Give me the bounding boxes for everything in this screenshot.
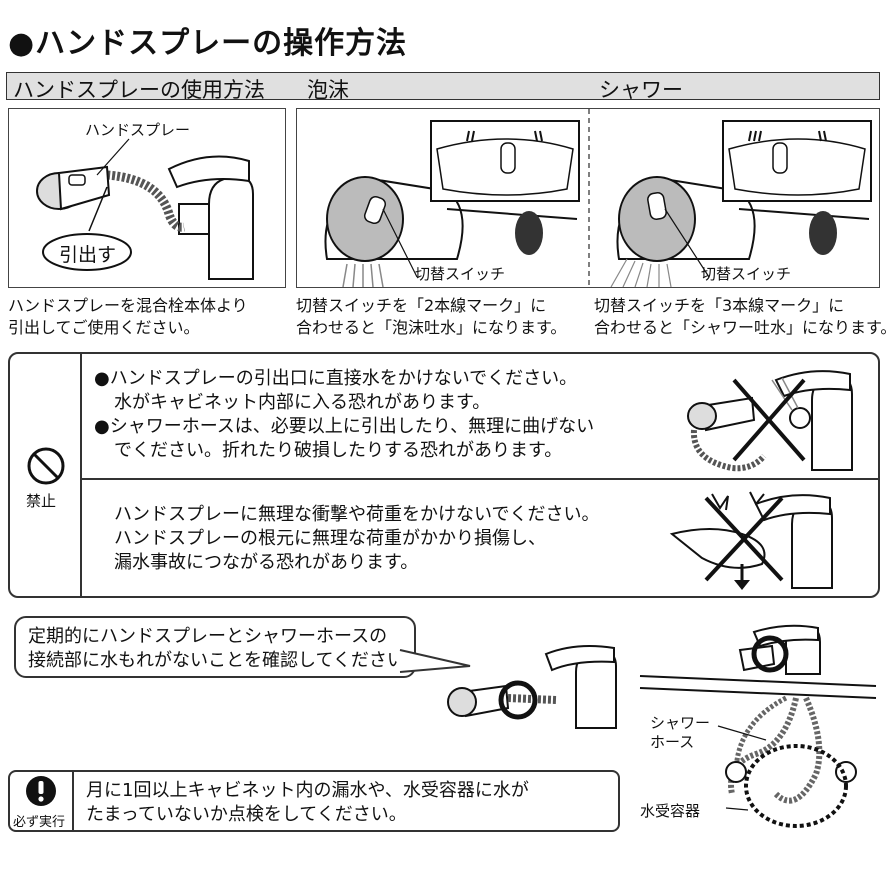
check-line2: 接続部に水もれがないことを確認してください。: [28, 650, 423, 671]
pull-out-label: 引出す: [59, 244, 117, 266]
must-label: 必ず実行: [13, 815, 66, 830]
shower-switch-label: 切替スイッチ: [701, 265, 792, 283]
hose-label-1: シャワー: [650, 714, 711, 732]
foam-caption-2: 合わせると「泡沫吐水」になります。: [296, 318, 567, 337]
pull-caption-2: 引出してご使用ください。: [8, 318, 200, 337]
shower-header: シャワー: [599, 78, 683, 102]
prohibit-b1-line2: 水がキャビネット内部に入る恐れがあります。: [114, 392, 491, 413]
prohibit-c-line3: 漏水事故につながる恐れがあります。: [114, 552, 419, 573]
prohibit-icon: [27, 447, 65, 485]
prohibit-label: 禁止: [26, 492, 57, 510]
prohibit-b2-line1: ●シャワーホースは、必要以上に引出したり、無理に曲げない: [94, 416, 595, 437]
shower-caption-2: 合わせると「シャワー吐水」になります。: [594, 318, 886, 337]
pull-out-panel: ハンドスプレー 引出す: [8, 108, 286, 288]
no-water-on-outlet-illustration: [687, 370, 853, 472]
exclamation-icon: [26, 776, 56, 806]
check-line1: 定期的にハンドスプレーとシャワーホースの: [28, 626, 388, 647]
prohibit-c-line2: ハンドスプレーの根元に無理な荷重がかかり損傷し、: [114, 528, 546, 549]
bubble-tail: [397, 649, 471, 673]
receiver-label: 水受容器: [640, 802, 701, 820]
foam-header: 泡沫: [307, 78, 349, 102]
foam-caption-1: 切替スイッチを「2本線マーク」に: [296, 296, 547, 315]
switch-illustrations: [324, 109, 872, 287]
connection-check-illustration: [447, 645, 617, 729]
prohibit-b1-line1: ●ハンドスプレーの引出口に直接水をかけないでください。: [94, 368, 578, 389]
prohibit-c-line1: ハンドスプレーに無理な衝撃や荷重をかけないでください。: [114, 504, 600, 525]
page-title: ●ハンドスプレーの操作方法: [8, 26, 408, 61]
section-header-bar: ハンドスプレーの使用方法 泡沫 シャワー: [6, 72, 880, 102]
pull-caption-1: ハンドスプレーを混合栓本体より: [8, 296, 248, 315]
cabinet-illustration: [639, 624, 877, 828]
must-line2: たまっていないか点検をしてください。: [86, 804, 407, 825]
must-line1: 月に1回以上キャビネット内の漏水や、水受容器に水が: [86, 780, 529, 801]
check-bubble: 定期的にハンドスプレーとシャワーホースの 接続部に水もれがないことを確認してくだ…: [14, 616, 423, 678]
prohibit-b2-line2: でください。折れたり破損したりする恐れがあります。: [114, 440, 563, 461]
shower-caption-1: 切替スイッチを「3本線マーク」に: [594, 296, 845, 315]
no-impact-illustration: [669, 491, 833, 590]
hose-label-2: ホース: [650, 733, 695, 751]
usage-header: ハンドスプレーの使用方法: [13, 78, 265, 102]
must-do-box: 必ず実行 月に1回以上キャビネット内の漏水や、水受容器に水が たまっていないか点…: [8, 770, 620, 832]
spray-mode-panel: 切替スイッチ 切替スイッチ: [296, 108, 880, 288]
foam-switch-label: 切替スイッチ: [415, 265, 506, 283]
prohibition-box: 禁止 ●ハンドスプレーの引出口に直接水をかけないでください。 水がキャビネット内…: [8, 352, 880, 598]
handspray-label: ハンドスプレー: [85, 121, 191, 139]
faucet-pull-illustration: [36, 138, 254, 280]
